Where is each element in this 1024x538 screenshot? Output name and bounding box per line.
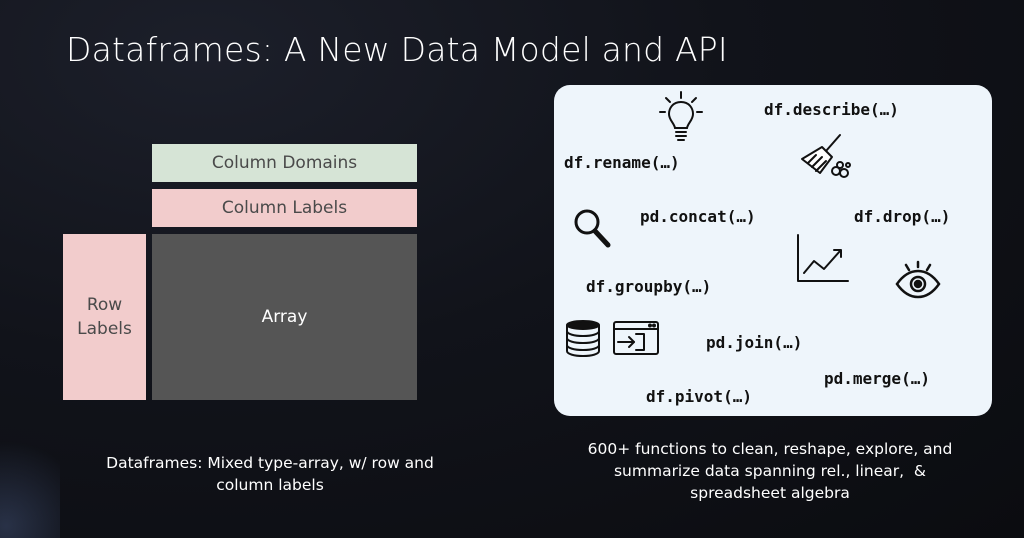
lightbulb-icon	[658, 90, 704, 142]
api-caption: 600+ functions to clean, reshape, explor…	[560, 438, 980, 504]
row-labels-line2: Labels	[77, 319, 132, 339]
database-icon	[564, 319, 602, 357]
line-chart-icon	[794, 233, 850, 285]
column-domains-label: Column Domains	[211, 153, 358, 173]
fn-pd-concat: pd.concat(…)	[640, 207, 756, 226]
column-labels-label: Column Labels	[221, 198, 348, 218]
dataframe-caption-line1: Dataframes: Mixed type-array, w/ row and	[106, 454, 434, 472]
api-caption-line2: summarize data spanning rel., linear, &	[613, 462, 927, 480]
fn-df-pivot: df.pivot(…)	[646, 387, 752, 406]
row-labels-block: Row Labels	[63, 234, 146, 400]
array-block: Array	[152, 234, 417, 400]
api-caption-line3: spreadsheet algebra	[690, 484, 850, 502]
api-functions-panel: df.describe(…) df.rename(…) pd.concat(…)…	[554, 85, 992, 416]
dataframe-caption: Dataframes: Mixed type-array, w/ row and…	[70, 452, 470, 496]
broom-icon	[798, 131, 854, 181]
dataframe-caption-line2: column labels	[216, 476, 324, 494]
slide-title: Dataframes: A New Data Model and API	[66, 30, 728, 69]
fn-pd-join: pd.join(…)	[706, 333, 803, 352]
fn-df-describe: df.describe(…)	[764, 100, 899, 119]
fn-df-groupby: df.groupby(…)	[586, 277, 712, 296]
fn-df-rename: df.rename(…)	[564, 153, 680, 172]
fn-pd-merge: pd.merge(…)	[824, 369, 930, 388]
magnifier-icon	[572, 207, 612, 249]
row-labels-line1: Row	[86, 295, 123, 315]
column-domains-block: Column Domains	[152, 144, 417, 182]
api-caption-line1: 600+ functions to clean, reshape, explor…	[587, 440, 953, 458]
eye-icon	[894, 260, 942, 300]
terminal-icon	[612, 320, 660, 356]
fn-df-drop: df.drop(…)	[854, 207, 951, 226]
column-labels-block: Column Labels	[152, 189, 417, 227]
array-label: Array	[261, 307, 308, 327]
background-glow	[0, 418, 60, 538]
